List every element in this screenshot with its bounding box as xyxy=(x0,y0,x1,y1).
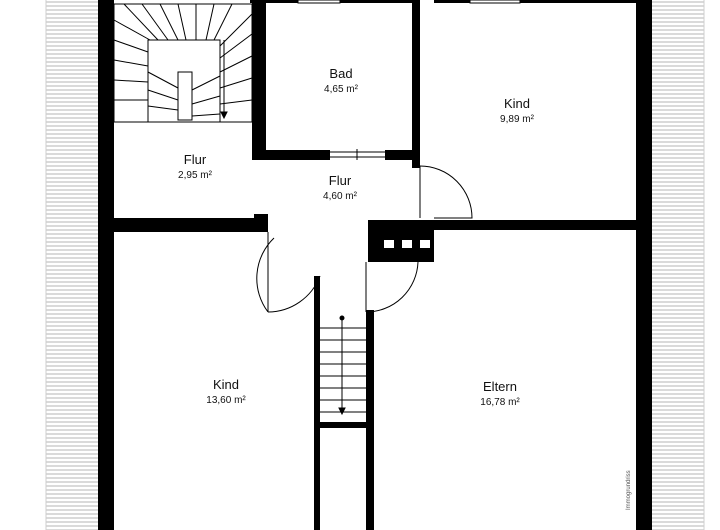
winding-staircase xyxy=(113,3,253,123)
room-flur-center-name: Flur xyxy=(329,173,352,188)
room-eltern-area: 16,78 m² xyxy=(480,397,520,408)
interior-walls xyxy=(114,0,636,530)
room-eltern-name: Eltern xyxy=(483,379,517,394)
room-kind-bottom-name: Kind xyxy=(213,377,239,392)
room-kind-bottom-area: 13,60 m² xyxy=(206,395,246,406)
room-bad: Bad 4,65 m² xyxy=(324,66,359,95)
room-bad-name: Bad xyxy=(329,66,352,81)
straight-staircase xyxy=(320,315,366,416)
room-flur-center-area: 4,60 m² xyxy=(323,191,358,202)
room-kind-top: Kind 9,89 m² xyxy=(500,96,535,125)
room-flur-center: Flur 4,60 m² xyxy=(323,173,358,202)
room-flur-left: Flur 2,95 m² xyxy=(178,152,213,181)
exterior-walls xyxy=(98,0,652,530)
roof-slope-left xyxy=(46,0,98,530)
roof-slope-right xyxy=(652,0,704,530)
chimney-flues xyxy=(384,240,430,248)
room-bad-area: 4,65 m² xyxy=(324,84,359,95)
room-flur-left-area: 2,95 m² xyxy=(178,170,213,181)
room-kind-bottom: Kind 13,60 m² xyxy=(206,377,246,406)
room-eltern: Eltern 16,78 m² xyxy=(480,379,520,408)
room-kind-top-name: Kind xyxy=(504,96,530,111)
door-swings xyxy=(256,165,473,313)
room-flur-left-name: Flur xyxy=(184,152,207,167)
credit-text: Immogrundriss xyxy=(626,470,632,510)
room-kind-top-area: 9,89 m² xyxy=(500,114,535,125)
windows xyxy=(297,0,521,4)
bad-sliding-door xyxy=(330,149,385,160)
